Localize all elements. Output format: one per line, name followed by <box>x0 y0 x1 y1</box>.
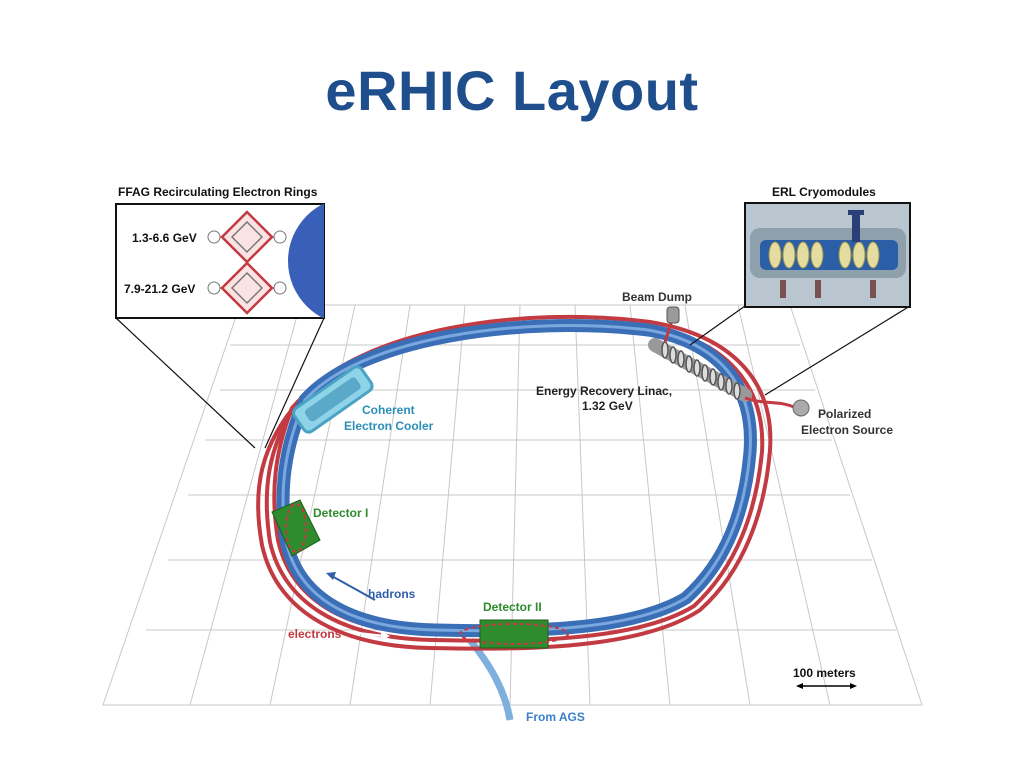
scale-bar <box>796 683 857 689</box>
scale-bar-label: 100 meters <box>793 666 856 680</box>
hadrons-arrowhead <box>326 572 336 580</box>
cooler-label-line1: Coherent <box>362 403 415 417</box>
erl-label-line2: 1.32 GeV <box>582 399 633 413</box>
cryomodule-inset <box>744 202 911 308</box>
from-ags-label: From AGS <box>526 710 585 724</box>
detector-1 <box>271 499 321 557</box>
hadron-ring-highlight <box>281 324 752 633</box>
beam-dump <box>663 306 680 343</box>
erl-label-line1: Energy Recovery Linac, <box>536 384 672 398</box>
electrons-label: electrons <box>288 627 342 641</box>
detector-2 <box>459 619 569 649</box>
ffag-inset-heading: FFAG Recirculating Electron Rings <box>118 185 318 199</box>
cryomodule-inset-heading: ERL Cryomodules <box>772 185 876 199</box>
ags-transfer-line <box>467 637 514 721</box>
coherent-electron-cooler <box>292 365 374 434</box>
beam-dump-label: Beam Dump <box>622 290 692 304</box>
source-label-line2: Electron Source <box>801 423 893 437</box>
source-label-line1: Polarized <box>818 407 871 421</box>
page-title: eRHIC Layout <box>325 59 699 122</box>
ring2-energy-label: 7.9-21.2 GeV <box>124 282 195 296</box>
ffag-ring-2-glyph <box>207 261 287 315</box>
cooler-label-line2: Electron Cooler <box>344 419 434 433</box>
hadrons-arrow <box>329 574 376 601</box>
ring1-energy-label: 1.3-6.6 GeV <box>132 231 197 245</box>
hadrons-label: hadrons <box>368 587 416 601</box>
detector-2-label: Detector II <box>483 600 542 614</box>
electrons-arrowhead <box>381 631 390 641</box>
detector-1-label: Detector I <box>313 506 368 520</box>
callout-lines <box>115 305 911 449</box>
erl-linac <box>648 338 752 402</box>
ffag-inset: 1.3-6.6 GeV 7.9-21.2 GeV <box>115 203 325 319</box>
electrons-arrow <box>349 631 386 637</box>
polarized-electron-source <box>744 396 810 417</box>
